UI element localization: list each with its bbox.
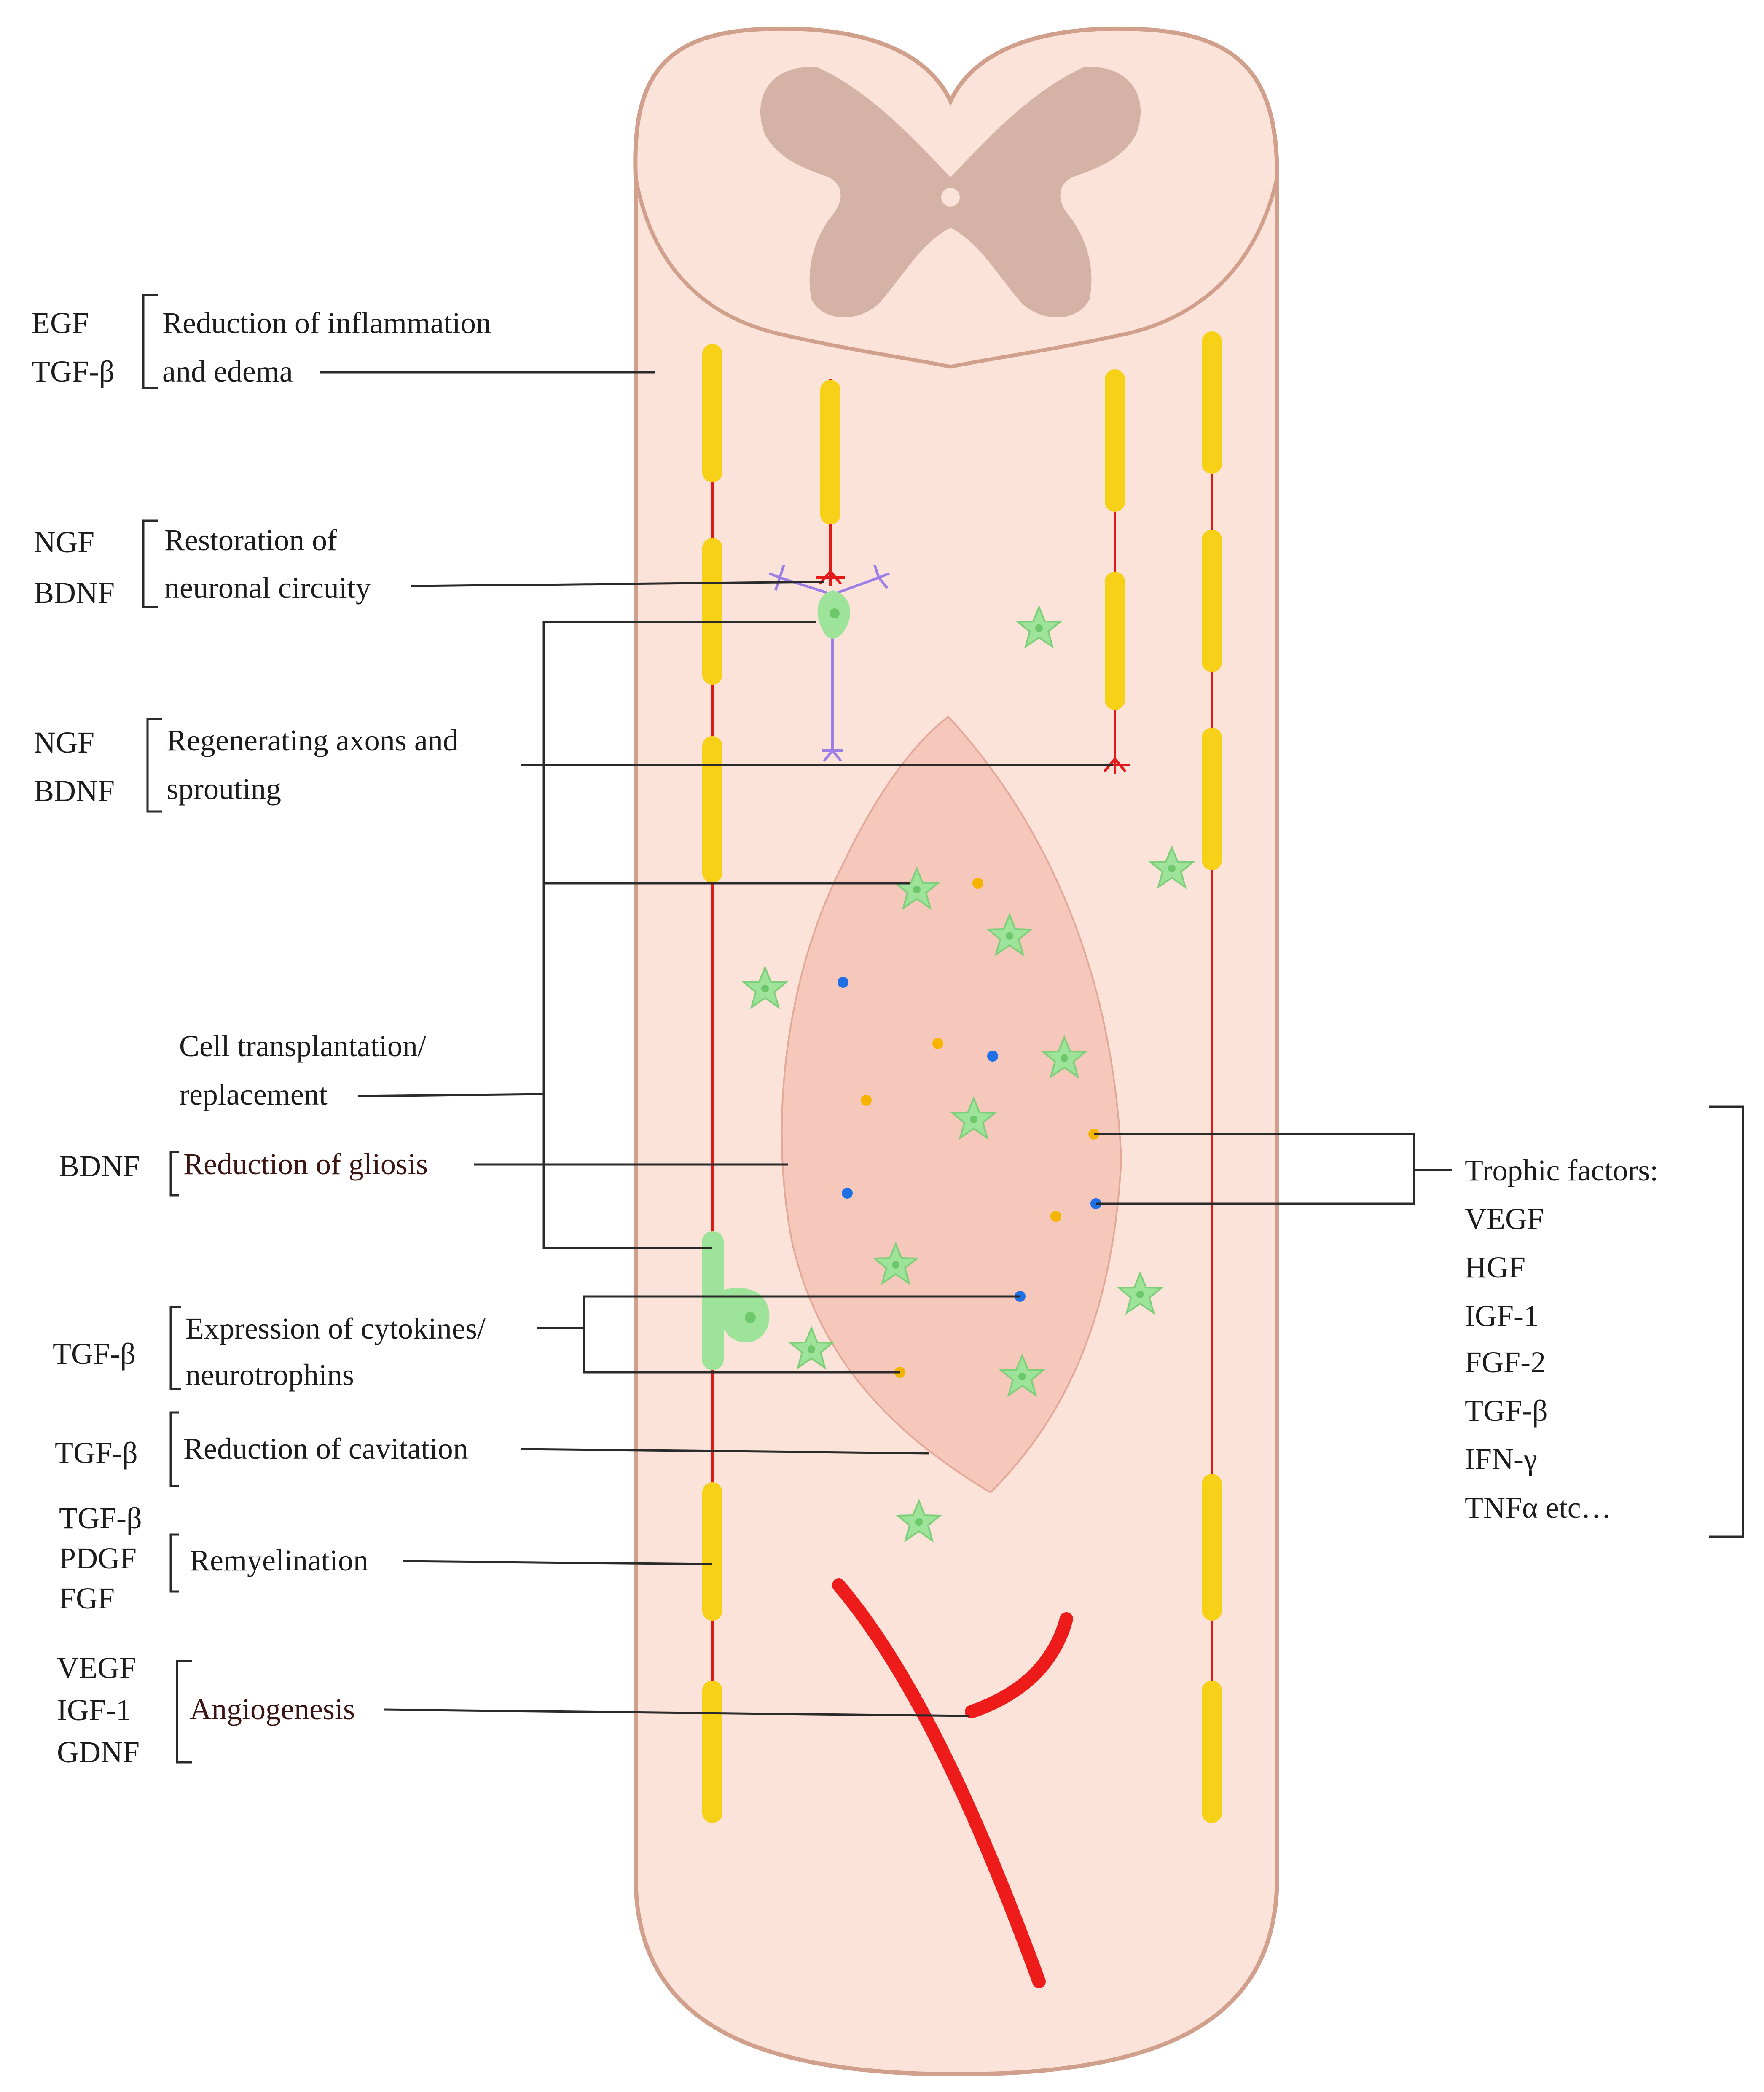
transplanted-cells: [741, 605, 1195, 1543]
effect-label: Expression of cytokines/: [185, 1312, 486, 1345]
effect-label: and edema: [162, 355, 293, 388]
trophic-item: FGF-2: [1465, 1345, 1546, 1379]
myelin-segments: [702, 331, 1222, 1823]
star-cell: [1015, 605, 1063, 649]
star-cell: [895, 1498, 942, 1543]
factor-label: BDNF: [59, 1149, 140, 1183]
factor-label: TGF-β: [55, 1436, 138, 1470]
star-cell: [986, 912, 1033, 957]
factor-dot-yellow: [861, 1095, 872, 1106]
factor-label: NGF: [34, 726, 94, 759]
factor-label: TGF-β: [53, 1337, 136, 1371]
effect-label: Cell transplantation/: [179, 1029, 426, 1063]
factor-label: TGF-β: [59, 1501, 142, 1535]
factor-dot-yellow: [972, 878, 983, 889]
star-cell: [741, 965, 789, 1009]
cross-section-outline: [634, 177, 1279, 369]
central-canal: [941, 188, 960, 207]
leader-lines: [320, 371, 1452, 1717]
effect-label: sprouting: [166, 772, 281, 806]
star-cell: [1117, 1271, 1164, 1315]
star-cell: [999, 1353, 1046, 1397]
effect-label: Reduction of cavitation: [183, 1432, 468, 1465]
trophic-item: TNFα etc…: [1465, 1491, 1611, 1525]
effect-label: Restoration of: [164, 523, 337, 557]
left-effect-labels: Reduction of inflammation and edema Rest…: [162, 306, 491, 1726]
left-factor-labels: EGF TGF-β NGF BDNF NGF BDNF BDNF TGF-β T…: [32, 306, 142, 1769]
trophic-heading: Trophic factors:: [1465, 1154, 1658, 1187]
factor-label: EGF: [32, 306, 89, 340]
factor-label: FGF: [59, 1581, 115, 1615]
effect-label: neurotrophins: [185, 1358, 354, 1392]
factor-dot-yellow: [932, 1038, 943, 1049]
effect-label: Remyelination: [190, 1543, 368, 1577]
effect-label: Regenerating axons and: [166, 723, 458, 757]
factor-dot-yellow: [1050, 1211, 1061, 1222]
transplanted-neuron: [768, 565, 890, 762]
brackets: [142, 294, 1744, 1764]
trophic-item: VEGF: [1465, 1202, 1544, 1236]
factor-label: GDNF: [57, 1735, 140, 1769]
star-cell: [1148, 845, 1195, 889]
blood-vessel: [832, 1578, 1073, 1988]
factor-dot-blue: [838, 977, 848, 988]
trophic-factor-dots: [838, 878, 1101, 1378]
effect-label: Reduction of inflammation: [162, 306, 491, 340]
star-cell: [1041, 1035, 1088, 1079]
axon-terminal: [816, 570, 845, 586]
effect-label: Reduction of gliosis: [183, 1147, 428, 1181]
effect-label: neuronal circuity: [164, 571, 371, 605]
effect-label: replacement: [179, 1078, 328, 1111]
trophic-item: IGF-1: [1465, 1299, 1539, 1333]
right-trophic-labels: Trophic factors: VEGF HGF IGF-1 FGF-2 TG…: [1465, 1154, 1658, 1525]
star-cell: [788, 1326, 835, 1370]
factor-label: TGF-β: [32, 355, 115, 388]
effect-label: Angiogenesis: [190, 1692, 355, 1726]
factor-label: BDNF: [34, 576, 115, 610]
factor-dot-blue: [987, 1051, 998, 1062]
factor-dot-blue: [842, 1188, 853, 1199]
green-glial-cell: [702, 1231, 770, 1370]
factor-label: IGF-1: [57, 1693, 131, 1727]
star-cell: [950, 1096, 997, 1140]
factor-label: BDNF: [34, 774, 115, 808]
trophic-item: TGF-β: [1465, 1394, 1548, 1428]
factor-label: PDGF: [59, 1541, 137, 1575]
factor-label: NGF: [34, 525, 94, 559]
star-cell: [872, 1241, 919, 1285]
factor-label: VEGF: [57, 1651, 136, 1685]
trophic-item: IFN-γ: [1465, 1442, 1537, 1476]
lesion-area: [781, 715, 1122, 1494]
trophic-item: HGF: [1465, 1250, 1525, 1284]
